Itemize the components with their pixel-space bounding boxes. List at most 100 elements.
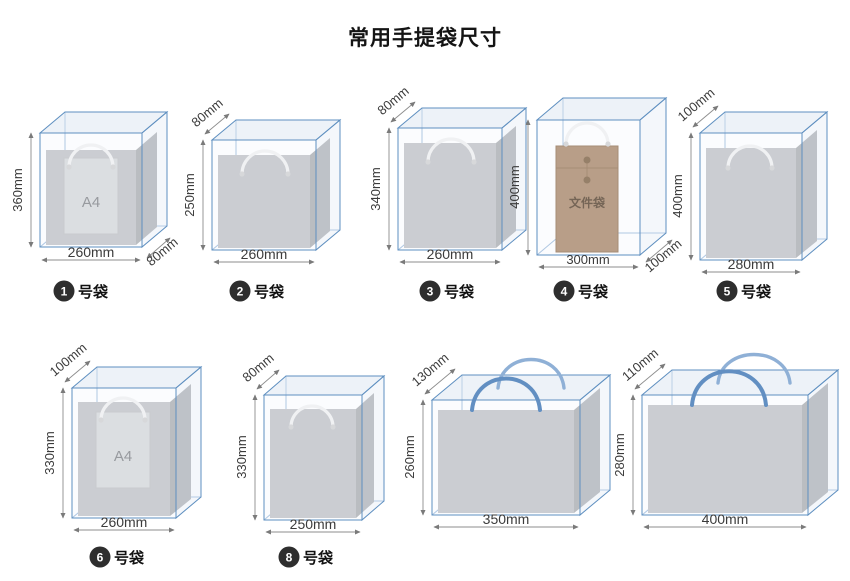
- a4-sheet: [63, 157, 119, 235]
- bag-side-panel: [796, 130, 817, 258]
- box-right-face: [639, 96, 667, 257]
- depth-dim-line: [390, 101, 416, 123]
- width-dim-label: 400mm: [702, 511, 749, 527]
- bag-figure-350: 260mm 350mm 130mm: [402, 350, 612, 530]
- badge-label: 号袋: [741, 283, 772, 301]
- depth-dim-line: [692, 105, 719, 128]
- depth-dim-label: 80mm: [239, 350, 276, 385]
- depth-dim-line: [64, 360, 91, 383]
- height-dim-label: 340mm: [368, 167, 383, 210]
- box-front-face: [211, 139, 317, 251]
- bag-figure-1: A4 360mm 260mm 80mm 1 号袋: [10, 110, 181, 302]
- bag-front-panel: [648, 405, 802, 513]
- badge-circle: [53, 280, 75, 302]
- badge-number: 6: [97, 551, 104, 565]
- box-right-face: [579, 373, 611, 517]
- width-dim-label: 300mm: [566, 252, 609, 267]
- rope-eyelet-right: [110, 164, 116, 170]
- badge-number: 1: [61, 285, 68, 299]
- width-dim-label: 250mm: [290, 516, 337, 532]
- height-dim-label: 330mm: [42, 431, 57, 474]
- box-right-face: [315, 118, 341, 252]
- rope-handle: [426, 137, 476, 164]
- bag-front-panel: [404, 143, 496, 248]
- bag-figure-4: 文件袋 400mm 300mm 100mm 4 号袋: [507, 96, 685, 302]
- envelope-label: 文件袋: [569, 195, 606, 210]
- bag-side-panel: [356, 393, 374, 518]
- box-right-face: [807, 368, 839, 517]
- bag-front-panel: [218, 155, 310, 248]
- badge-label: 号袋: [444, 283, 475, 301]
- bag-figure-2: 250mm 260mm 80mm 2 号袋: [182, 95, 342, 302]
- width-dim-label: 280mm: [728, 256, 775, 272]
- bag-figure-8: 330mm 250mm 80mm 8 号袋: [234, 350, 386, 568]
- box-front-face: [263, 394, 363, 521]
- front-handle: [470, 376, 542, 412]
- badge-circle: [553, 280, 575, 302]
- height-dim-label: 280mm: [612, 433, 627, 476]
- badge-number: 4: [561, 285, 568, 299]
- box-right-face: [141, 110, 168, 249]
- depth-dim-line: [204, 113, 230, 135]
- depth-dim-line: [256, 369, 280, 390]
- rope-eyelet-right: [769, 165, 775, 171]
- rope-eyelet-left: [563, 141, 569, 147]
- bag-side-panel: [136, 132, 157, 245]
- rope-eyelet-right: [471, 159, 477, 165]
- envelope-button-bottom: [583, 176, 591, 184]
- rope-handle: [67, 143, 115, 169]
- height-dim-label: 400mm: [507, 165, 522, 208]
- rope-eyelet-left: [425, 159, 431, 165]
- height-dim-label: 250mm: [182, 173, 197, 216]
- height-dim-label: 400mm: [670, 174, 685, 217]
- envelope-button-top: [583, 156, 591, 164]
- bag-side-panel: [310, 138, 330, 248]
- rope-eyelet-left: [725, 165, 731, 171]
- depth-dim-label: 80mm: [188, 95, 225, 130]
- depth-dim-label: 110mm: [619, 345, 661, 384]
- badge-label: 号袋: [78, 283, 109, 301]
- badge-circle: [89, 546, 111, 568]
- width-dim-label: 350mm: [483, 511, 530, 527]
- rope-eyelet-left: [66, 164, 72, 170]
- box-front-face: [39, 132, 143, 248]
- bag-figure-6: A4 330mm 260mm 100mm 6 号袋: [42, 340, 203, 568]
- badge-label: 号袋: [578, 283, 609, 301]
- bag-front-panel: [438, 410, 574, 513]
- rope-eyelet-left: [288, 424, 294, 430]
- badge-number: 8: [286, 551, 293, 565]
- bag-figure-400: 280mm 400mm 110mm: [612, 345, 840, 530]
- a4-label: A4: [82, 194, 100, 211]
- box-front-face: [536, 119, 641, 256]
- a4-label: A4: [114, 448, 132, 465]
- badge-circle: [229, 280, 251, 302]
- width-dim-label: 260mm: [101, 514, 148, 530]
- badge-circle: [278, 546, 300, 568]
- badge-label: 号袋: [303, 549, 334, 567]
- rope-handle: [726, 144, 774, 170]
- bag-side-panel: [170, 384, 191, 516]
- badge-circle: [419, 280, 441, 302]
- depth-dim-label: 130mm: [409, 350, 452, 389]
- page-title: 常用手提袋尺寸: [348, 27, 502, 50]
- badge-number: 2: [237, 285, 244, 299]
- rope-handle: [240, 149, 290, 176]
- rope-handle: [289, 404, 335, 429]
- a4-sheet: [95, 411, 151, 489]
- rope-handle: [564, 121, 610, 146]
- height-dim-label: 360mm: [10, 168, 25, 211]
- bag-front-panel: [706, 148, 796, 258]
- height-dim-label: 330mm: [234, 435, 249, 478]
- bag-side-panel: [496, 126, 516, 248]
- rope-eyelet-right: [605, 141, 611, 147]
- width-dim-label: 260mm: [241, 246, 288, 262]
- badge-number: 5: [724, 285, 731, 299]
- box-right-face: [801, 110, 828, 262]
- bag-figure-5: 400mm 280mm 100mm 5 号袋: [670, 85, 829, 302]
- rope-handle: [99, 396, 147, 422]
- rope-eyelet-left: [239, 171, 245, 177]
- box-right-face: [175, 365, 202, 520]
- depth-dim-line: [424, 368, 456, 395]
- depth-dim-line: [645, 239, 673, 263]
